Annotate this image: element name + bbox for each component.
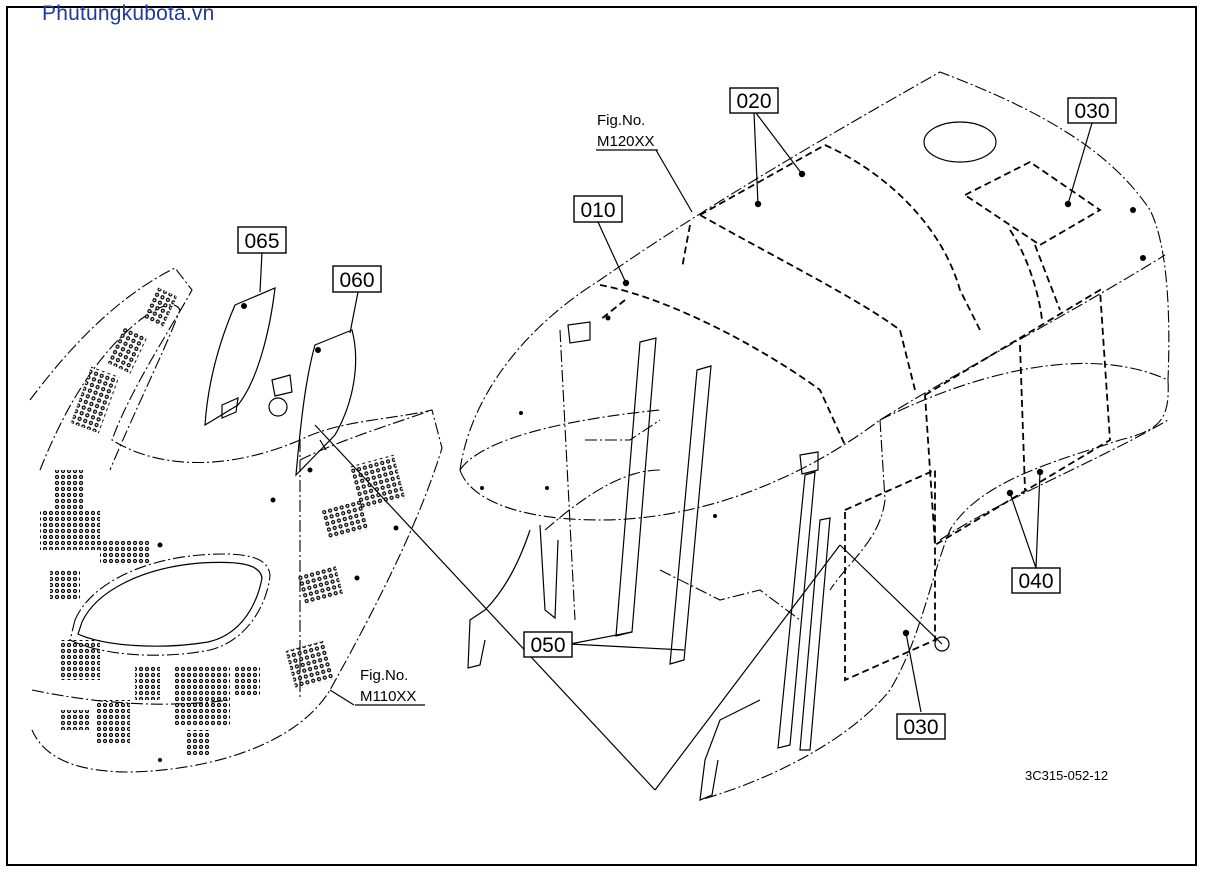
svg-text:M110XX: M110XX bbox=[360, 688, 416, 705]
leader-lines bbox=[329, 112, 1093, 713]
svg-text:Fig.No.: Fig.No. bbox=[360, 667, 408, 684]
callout-030-top: 030 bbox=[1067, 97, 1117, 124]
callout-060: 060 bbox=[332, 265, 382, 293]
svg-text:030: 030 bbox=[1074, 100, 1109, 123]
svg-text:065: 065 bbox=[244, 230, 279, 253]
callout-040: 040 bbox=[1011, 567, 1061, 594]
watermark-text: Phutungkubota.vn bbox=[42, 2, 215, 25]
drawing-code: 3C315-052-12 bbox=[1025, 768, 1108, 783]
plate-060 bbox=[268, 291, 359, 477]
fig-ref-bottom: Fig.No. M110XX bbox=[360, 667, 416, 705]
svg-text:Fig.No.: Fig.No. bbox=[597, 112, 645, 129]
svg-text:020: 020 bbox=[736, 90, 771, 113]
fig-ref-top: Fig.No. M120XX bbox=[597, 112, 655, 150]
callout-050: 050 bbox=[523, 631, 573, 658]
svg-text:060: 060 bbox=[339, 269, 374, 292]
plate-065 bbox=[204, 251, 276, 427]
svg-text:M120XX: M120XX bbox=[597, 133, 655, 150]
svg-text:030: 030 bbox=[903, 716, 938, 739]
callout-065: 065 bbox=[237, 226, 287, 254]
svg-text:050: 050 bbox=[530, 634, 565, 657]
svg-text:010: 010 bbox=[580, 199, 615, 222]
callout-030-bottom: 030 bbox=[896, 713, 946, 740]
svg-text:040: 040 bbox=[1018, 570, 1053, 593]
front-grille-assembly bbox=[29, 267, 443, 773]
cabin-roof-assembly bbox=[314, 71, 1170, 801]
drawing-frame bbox=[6, 6, 1197, 866]
callout-010: 010 bbox=[573, 195, 623, 223]
callout-020: 020 bbox=[729, 87, 779, 114]
